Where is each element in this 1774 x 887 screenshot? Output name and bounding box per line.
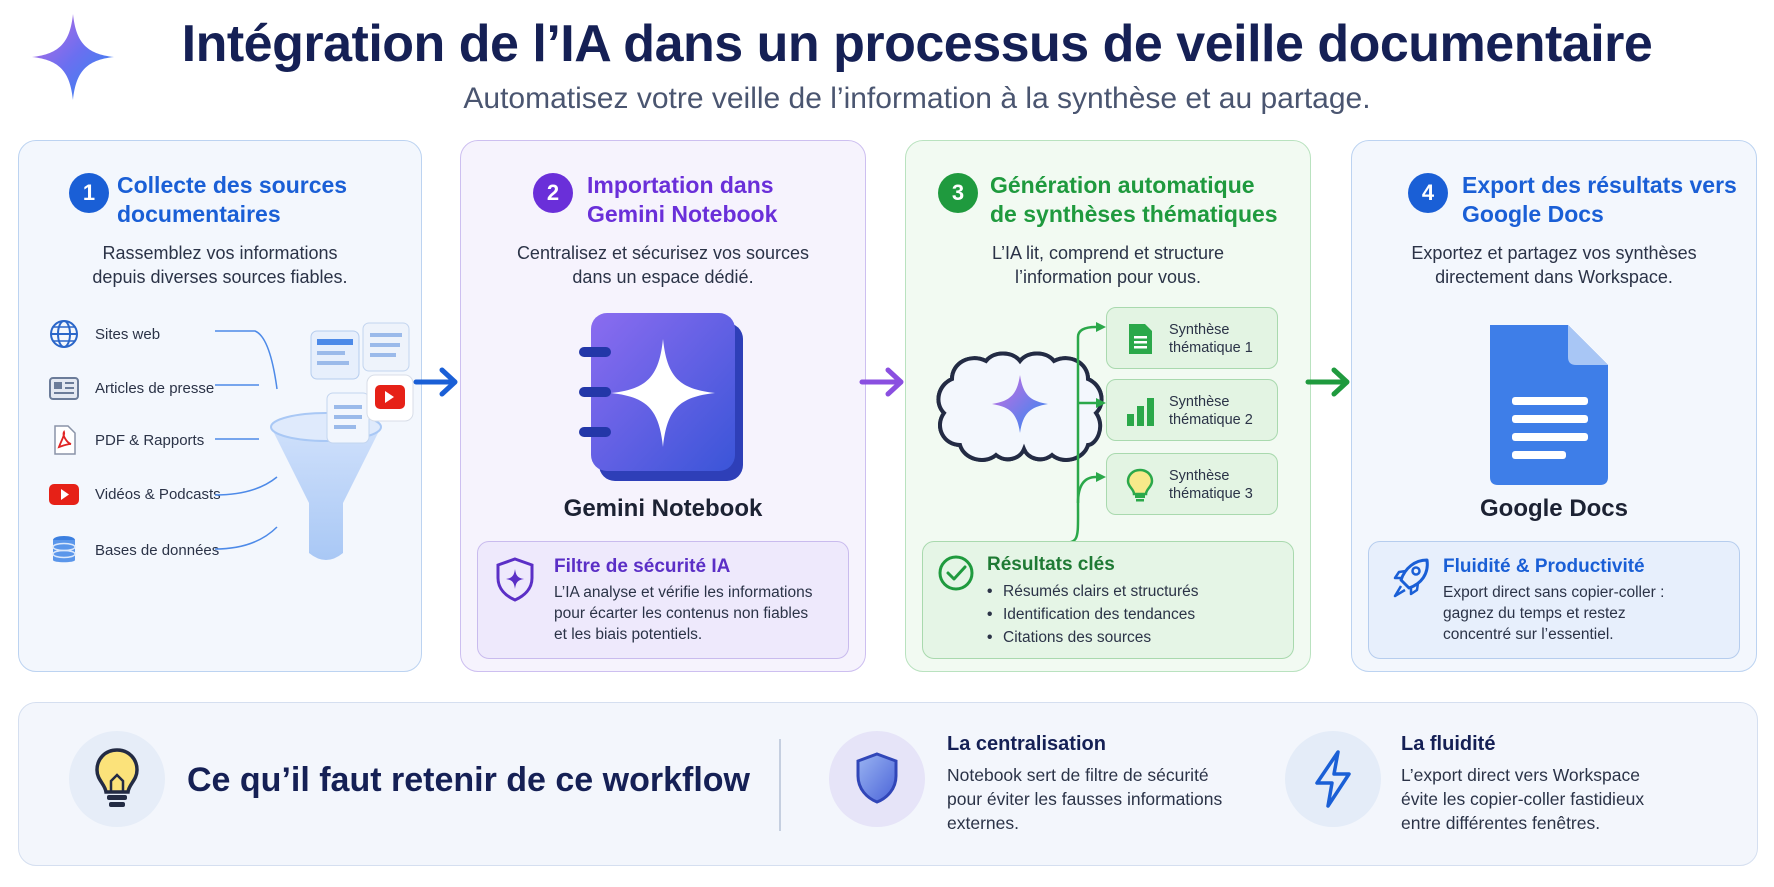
step-number-badge: 3 — [938, 173, 978, 213]
step-number-badge: 1 — [69, 173, 109, 213]
brain-icon — [936, 351, 1104, 462]
page-subtitle: Automatisez votre veille de l’informatio… — [463, 82, 1371, 115]
google-docs-icon — [1490, 325, 1608, 485]
step-number-badge: 4 — [1408, 173, 1448, 213]
source-label: PDF & Rapports — [95, 431, 205, 449]
box-text: Export direct sans copier-coller :gagnez… — [1443, 584, 1665, 643]
source-label: Articles de presse — [95, 379, 215, 397]
youtube-icon — [49, 484, 79, 505]
takeaway-title: La fluidité — [1401, 733, 1496, 755]
database-icon — [52, 536, 76, 563]
arrow-right-icon — [413, 367, 458, 397]
doc-icon — [1129, 324, 1152, 354]
takeaway-title: La centralisation — [947, 733, 1106, 755]
source-label: Bases de données — [95, 541, 220, 559]
list-item: Citations des sources — [987, 626, 1199, 649]
source-item-press: Articles de presse — [47, 371, 214, 405]
lightbulb-icon — [95, 748, 139, 807]
shield-sparkle-icon — [496, 557, 534, 602]
source-label: Vidéos & Podcasts — [95, 485, 221, 503]
takeaways-title: Ce qu’il faut retenir de ce workflow — [187, 761, 750, 799]
divider — [779, 739, 781, 831]
arrow-right-icon — [859, 367, 904, 397]
newspaper-icon — [49, 377, 79, 400]
product-name: Gemini Notebook — [563, 495, 763, 522]
source-item-video: Vidéos & Podcasts — [47, 477, 221, 511]
box-title: Filtre de sécurité IA — [554, 556, 731, 577]
box-title: Fluidité & Productivité — [1443, 556, 1645, 577]
funnel-icon — [215, 322, 414, 560]
product-name: Google Docs — [1479, 495, 1629, 522]
page-title: Intégration de l’IA dans un processus de… — [181, 15, 1653, 73]
shield-icon — [856, 752, 898, 804]
list-item: Identification des tendances — [987, 603, 1199, 626]
lightbulb-icon — [1126, 468, 1154, 502]
rocket-icon — [1393, 558, 1429, 598]
productivity-box: Fluidité & Productivité Export direct sa… — [1368, 541, 1740, 659]
lightning-icon — [1315, 750, 1351, 808]
sparkle-logo-icon — [32, 14, 114, 100]
shield-badge — [829, 731, 925, 827]
lightning-badge — [1285, 731, 1381, 827]
step-number-badge: 2 — [533, 173, 573, 213]
box-text: L’IA analyse et vérifie les informations… — [554, 584, 813, 643]
key-results-box: Résultats clés Résumés clairs et structu… — [922, 541, 1294, 659]
source-item-pdf: PDF & Rapports — [47, 423, 204, 457]
security-filter-box: Filtre de sécurité IA L’IA analyse et vé… — [477, 541, 849, 659]
bar-chart-icon — [1127, 398, 1154, 426]
source-label: Sites web — [95, 325, 161, 343]
box-title: Résultats clés — [987, 554, 1115, 575]
takeaways-panel: Ce qu’il faut retenir de ce workflow La … — [18, 702, 1758, 866]
check-circle-icon — [938, 555, 974, 591]
bulb-badge — [69, 731, 165, 827]
arrow-right-icon — [1305, 367, 1350, 397]
pdf-icon — [54, 425, 76, 455]
globe-icon — [50, 320, 78, 348]
notebook-icon — [579, 313, 743, 481]
key-results-list: Résumés clairs et structurés Identificat… — [987, 580, 1199, 649]
list-item: Résumés clairs et structurés — [987, 580, 1199, 603]
source-item-database: Bases de données — [47, 533, 219, 567]
source-item-web: Sites web — [47, 317, 160, 351]
